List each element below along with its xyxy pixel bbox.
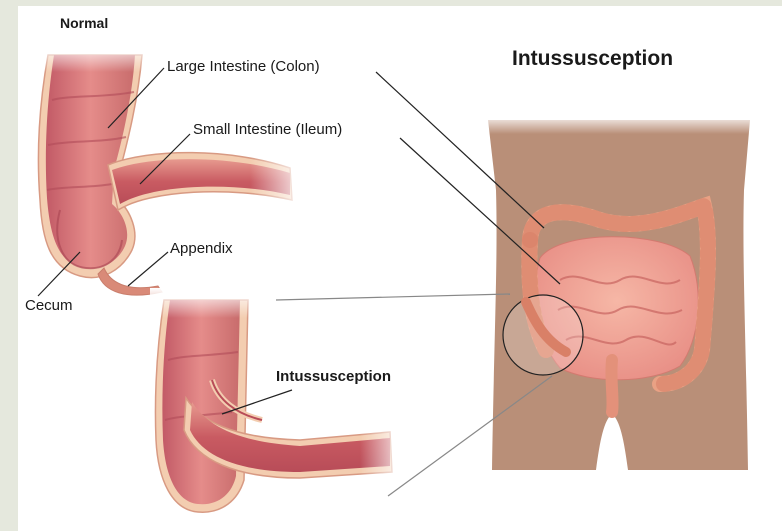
label-normal: Normal (60, 16, 108, 30)
label-cecum: Cecum (25, 298, 73, 313)
label-small-intestine: Small Intestine (Ileum) (193, 122, 342, 137)
intussusception-anatomy (150, 288, 410, 512)
label-large-intestine: Large Intestine (Colon) (167, 59, 320, 74)
label-appendix: Appendix (170, 241, 233, 256)
label-intussusception: Intussusception (276, 369, 391, 384)
diagram-title: Intussusception (512, 47, 673, 71)
normal-anatomy (30, 42, 310, 295)
torso-figure (486, 114, 754, 470)
zoom-line-top (276, 294, 510, 300)
leader-appendix (128, 252, 168, 286)
